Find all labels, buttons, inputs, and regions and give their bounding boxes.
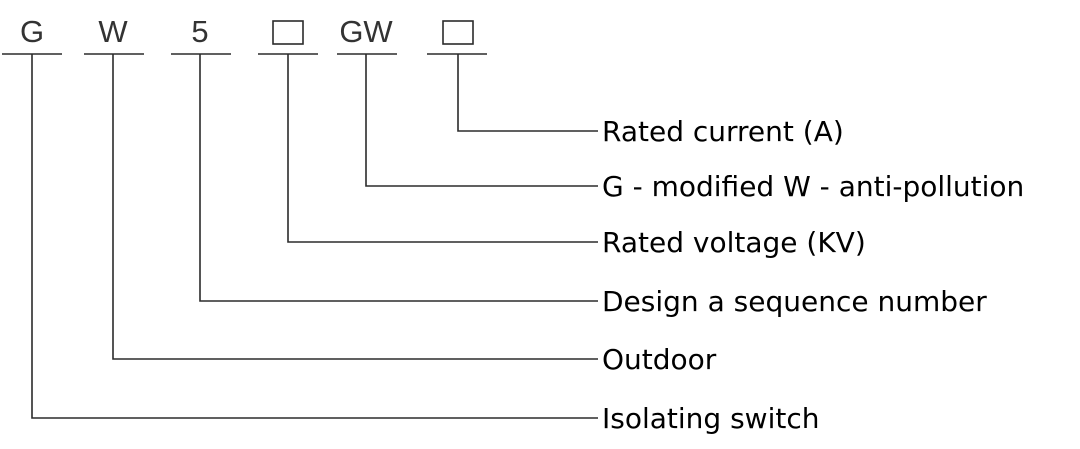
code-position-4: [258, 20, 598, 243]
code-position-1: G: [2, 14, 598, 419]
desc-design-sequence-number: Design a sequence number: [602, 285, 987, 318]
placeholder-box: [272, 20, 304, 45]
desc-isolating-switch: Isolating switch: [602, 402, 819, 435]
code-digit-5: 5: [191, 14, 208, 49]
connector-line: [287, 54, 598, 243]
code-position-5: GW: [337, 14, 598, 187]
code-position-3: 5: [171, 14, 598, 302]
placeholder-box: [442, 20, 474, 45]
desc-rated-current: Rated current (A): [602, 115, 844, 148]
connector-line: [31, 54, 598, 419]
desc-modified-anti-pollution: G - modified W - anti-pollution: [602, 170, 1024, 203]
code-letter-g: G: [20, 14, 44, 49]
desc-outdoor: Outdoor: [602, 343, 717, 376]
connector-line: [457, 54, 598, 132]
code-position-2: W: [84, 14, 598, 360]
connector-line: [112, 54, 598, 360]
desc-rated-voltage: Rated voltage (KV): [602, 226, 866, 259]
code-letters-gw: GW: [339, 14, 393, 49]
connector-line: [365, 54, 598, 187]
code-letter-w: W: [98, 14, 128, 49]
code-position-6: [427, 20, 598, 132]
connector-line: [199, 54, 598, 302]
